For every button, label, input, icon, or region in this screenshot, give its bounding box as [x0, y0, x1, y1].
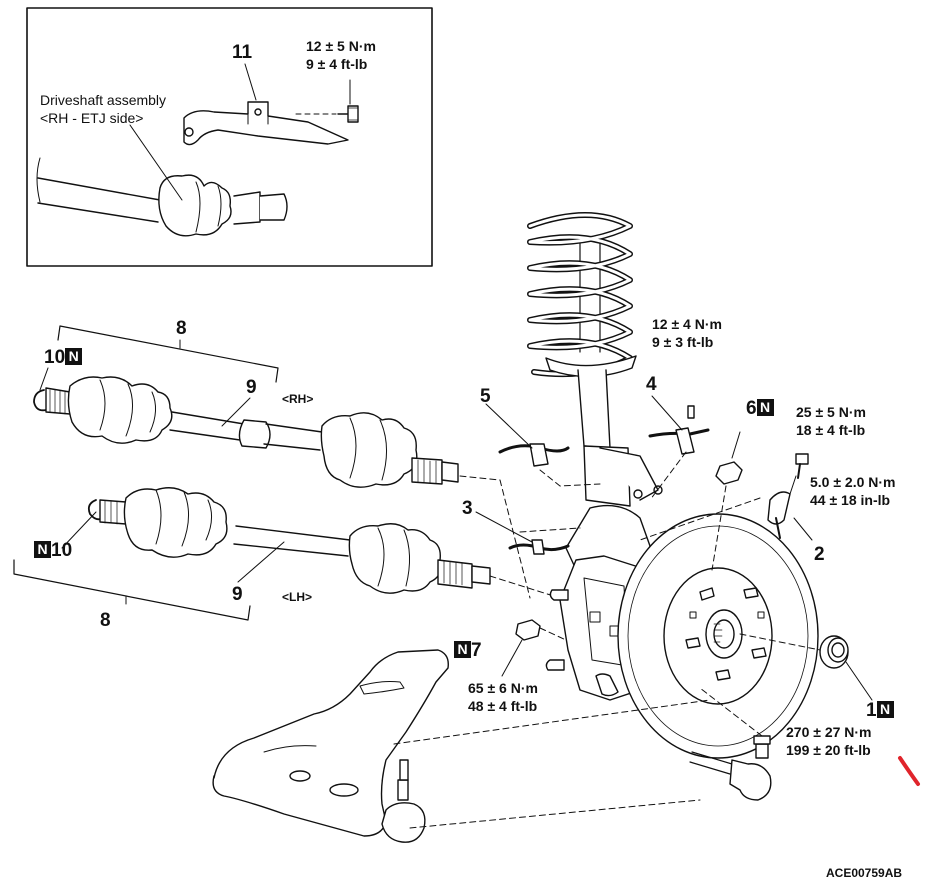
callout-2: 2: [814, 544, 825, 565]
torque-4-ft: 9 ± 3 ft-lb: [652, 334, 714, 350]
lower-control-arm: [212, 649, 711, 843]
abs-harness-clamps: [475, 395, 710, 555]
bracket-8-rh: [57, 325, 279, 383]
torque-2-in: 44 ± 18 in-lb: [810, 492, 891, 508]
red-annotation-mark: [898, 756, 920, 786]
callout-8-rh: 8: [176, 318, 187, 339]
callout-3: 3: [462, 498, 473, 519]
callout-4: 4: [646, 374, 657, 395]
callout-7-number: 7: [471, 640, 482, 661]
torque-11-ft: 9 ± 4 ft-lb: [306, 56, 368, 72]
callout-5: 5: [480, 386, 491, 407]
callout-9-lh: 9: [232, 584, 243, 605]
torque-6-ft: 18 ± 4 ft-lb: [796, 422, 866, 438]
wheel-speed-sensor: [639, 431, 813, 571]
figure-code: ACE00759AB: [826, 866, 903, 880]
lower-arm-nut: [501, 619, 567, 677]
hub-nut: [739, 633, 873, 701]
new-part-icon: N: [454, 641, 471, 658]
driveshaft-inset: [26, 7, 433, 267]
callout-10-lh-number: 10: [51, 540, 73, 561]
callout-6-number: 6: [746, 398, 757, 419]
torque-1-nm: 270 ± 27 N·m: [786, 724, 872, 740]
strut-spring: [527, 212, 663, 507]
rh-label: <RH>: [282, 392, 314, 406]
driveshaft-lh: [87, 487, 491, 594]
inset-title-line2: <RH - ETJ side>: [40, 110, 144, 126]
torque-6-nm: 25 ± 5 N·m: [796, 404, 866, 420]
callout-10-rh-number: 10: [44, 347, 66, 368]
bracket-8-lh: [13, 559, 251, 621]
callout-9-rh: 9: [246, 377, 257, 398]
new-part-icon: N: [876, 701, 894, 718]
torque-7-nm: 65 ± 6 N·m: [468, 680, 538, 696]
callout-8-lh: 8: [100, 610, 111, 631]
torque-4-nm: 12 ± 4 N·m: [652, 316, 722, 332]
inset-title-line1: Driveshaft assembly: [40, 92, 167, 108]
torque-7-ft: 48 ± 4 ft-lb: [468, 698, 538, 714]
torque-11-nm: 12 ± 5 N·m: [306, 38, 376, 54]
new-part-icon: N: [34, 541, 51, 558]
new-part-icon: N: [756, 399, 774, 416]
torque-2-nm: 5.0 ± 2.0 N·m: [810, 474, 896, 490]
brake-disc-hub: [617, 513, 819, 759]
callout-11: 11: [232, 42, 253, 63]
lh-label: <LH>: [282, 590, 313, 604]
torque-1-ft: 199 ± 20 ft-lb: [786, 742, 871, 758]
driveshaft-rh: [33, 376, 459, 488]
tie-rod-end: [689, 687, 772, 801]
new-part-icon: N: [65, 348, 83, 365]
callout-1-number: 1: [866, 700, 877, 721]
